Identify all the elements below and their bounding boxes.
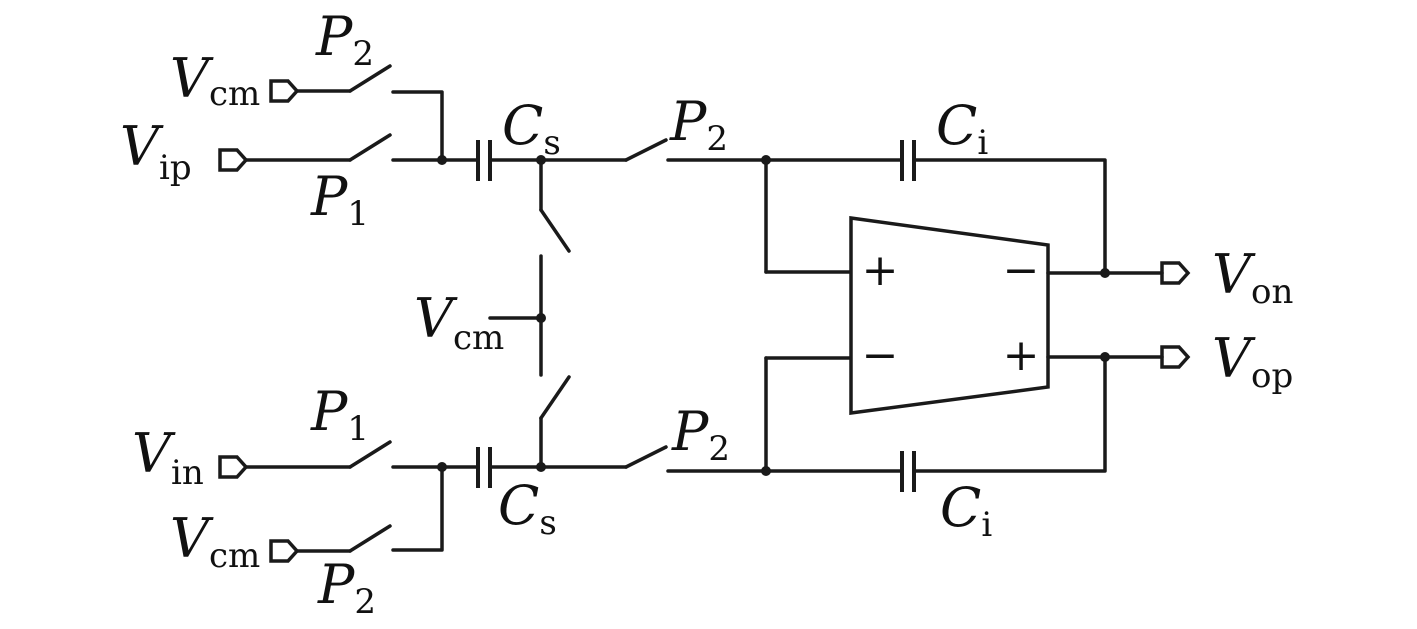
label-p2-bottom-left: P2 [317, 553, 376, 622]
node-dot [536, 462, 546, 472]
label-p2-top-left: P2 [315, 5, 374, 74]
label-cs-bottom: Cs [498, 474, 557, 543]
vcm-bottom-port [269, 539, 300, 563]
switch-p1-top-left [244, 133, 478, 162]
node-dot [1100, 352, 1110, 362]
amp-input-minus: − [862, 330, 899, 381]
label-vin: Vin [132, 422, 204, 493]
capacitor-ci-top [900, 140, 916, 181]
amp-output-plus: + [1003, 330, 1040, 381]
switch-p2-bottom-mid [624, 445, 768, 473]
label-p2-bottom-mid: P2 [671, 400, 730, 469]
vin-port [218, 455, 249, 479]
vip-port [218, 148, 249, 172]
node-dot [1100, 268, 1110, 278]
node-dot [437, 155, 447, 165]
label-cs-top: Cs [502, 94, 561, 163]
label-von: Von [1212, 243, 1293, 312]
vop-port [1160, 345, 1191, 369]
label-vip: Vip [120, 115, 192, 188]
amp-output-minus: − [1003, 245, 1040, 296]
switch-p2-top-left [295, 64, 444, 162]
node-dot [536, 313, 546, 323]
capacitor-cs-bottom [476, 447, 492, 488]
label-ci-bottom: Ci [940, 476, 992, 545]
label-vcm-top: Vcm [170, 47, 260, 114]
switch-p2-top-mid [624, 138, 768, 162]
label-vcm-bottom: Vcm [170, 507, 260, 576]
differential-amplifier [849, 215, 1050, 415]
switch-p2-bottom-left [295, 465, 444, 553]
label-ci-top: Ci [936, 94, 988, 163]
capacitor-cs-top [476, 140, 492, 181]
node-dot [437, 462, 447, 472]
switch-vcm-vertical-top [539, 158, 571, 253]
label-vcm-mid: Vcm [414, 287, 504, 358]
label-p1-top-left: P1 [310, 165, 369, 234]
capacitor-ci-bottom [900, 451, 916, 492]
amp-input-plus: + [862, 245, 899, 296]
switch-vcm-vertical-bottom [539, 375, 571, 469]
label-p1-bottom-left: P1 [310, 380, 369, 449]
label-vop: Vop [1212, 327, 1293, 396]
switch-p1-bottom-left [244, 440, 478, 469]
label-p2-top-mid: P2 [669, 90, 728, 159]
von-port [1160, 261, 1191, 285]
vcm-top-port [269, 79, 300, 103]
